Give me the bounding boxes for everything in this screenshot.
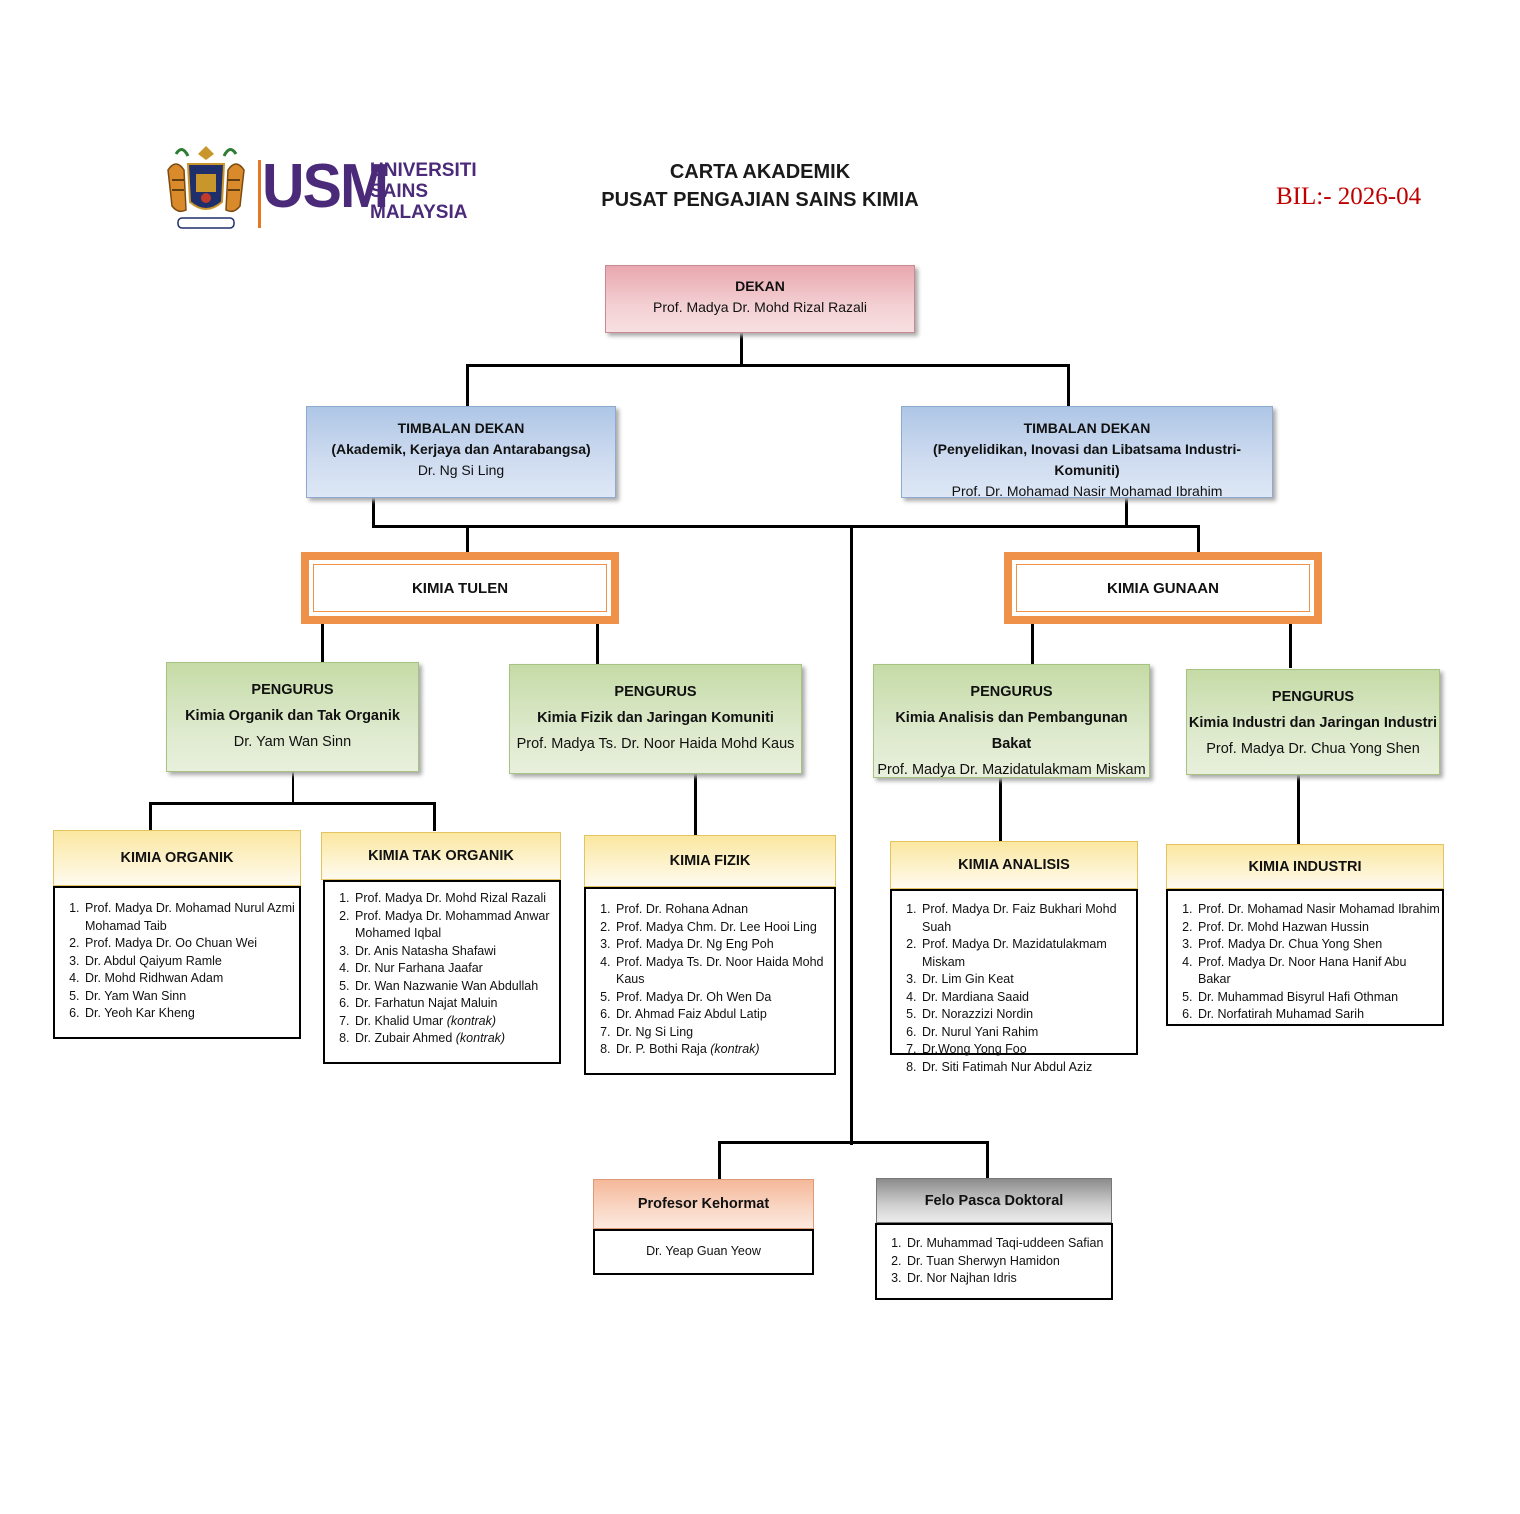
list-item: Prof. Madya Dr. Oo Chuan Wei (83, 935, 299, 953)
timbalan-title: TIMBALAN DEKAN (397, 420, 525, 436)
pengurus-box-analisis: PENGURUS Kimia Analisis dan Pembangunan … (873, 664, 1150, 778)
timbalan-portfolio: (Akademik, Kerjaya dan Antarabangsa) (331, 441, 591, 457)
list-item: Prof. Dr. Rohana Adnan (614, 901, 834, 919)
list-item: Dr. Ng Si Ling (614, 1024, 834, 1042)
kimia-tulen-box: KIMIA TULEN (301, 552, 619, 624)
kimia-gunaan-box: KIMIA GUNAAN (1004, 552, 1322, 624)
dekan-name: Prof. Madya Dr. Mohd Rizal Razali (653, 299, 867, 315)
list-item: Dr. Khalid Umar (kontrak) (353, 1013, 559, 1031)
dept-header-kimia-organik: KIMIA ORGANIK (53, 830, 301, 886)
list-item: Dr. Yeoh Kar Kheng (83, 1005, 299, 1023)
list-item: Dr. Yeap Guan Yeow (646, 1244, 761, 1258)
pengurus-unit: Kimia Analisis dan Pembangunan Bakat (895, 710, 1128, 752)
pengurus-box-industri: PENGURUS Kimia Industri dan Jaringan Ind… (1186, 669, 1440, 775)
dekan-box: DEKAN Prof. Madya Dr. Mohd Rizal Razali (605, 265, 915, 333)
pengurus-title: PENGURUS (251, 682, 334, 698)
timbalan-name: Dr. Ng Si Ling (417, 462, 505, 478)
logo-divider (258, 160, 261, 228)
pengurus-title: PENGURUS (1271, 689, 1355, 705)
timbalan-dekan-akademik-box: TIMBALAN DEKAN (Akademik, Kerjaya dan An… (306, 406, 616, 498)
list-item: Prof. Madya Dr. Oh Wen Da (614, 989, 834, 1007)
dept-list-kimia-fizik: Prof. Dr. Rohana Adnan Prof. Madya Chm. … (584, 887, 836, 1075)
dept-header-kimia-fizik: KIMIA FIZIK (584, 835, 836, 887)
list-item: Prof. Madya Dr. Faiz Bukhari Mohd Suah (920, 901, 1136, 936)
list-item: Dr. Muhammad Bisyrul Hafi Othman (1196, 989, 1442, 1007)
timbalan-dekan-penyelidikan-box: TIMBALAN DEKAN (Penyelidikan, Inovasi da… (901, 406, 1273, 499)
chart-title: CARTA AKADEMIK PUSAT PENGAJIAN SAINS KIM… (601, 161, 919, 211)
list-item: Dr. Nur Farhana Jaafar (353, 960, 559, 978)
pengurus-box-fizik: PENGURUS Kimia Fizik dan Jaringan Komuni… (509, 664, 802, 774)
felo-pasca-doktoral-header: Felo Pasca Doktoral (876, 1178, 1112, 1223)
timbalan-portfolio: (Penyelidikan, Inovasi dan Libatsama Ind… (932, 441, 1242, 478)
list-item: Dr. Farhatun Najat Maluin (353, 995, 559, 1013)
list-item: Dr. Muhammad Taqi-uddeen Safian (905, 1235, 1111, 1253)
pengurus-title: PENGURUS (614, 684, 697, 700)
list-item: Prof. Dr. Mohd Hazwan Hussin (1196, 919, 1442, 937)
kimia-gunaan-label: KIMIA GUNAAN (1016, 564, 1310, 612)
dept-list-kimia-organik: Prof. Madya Dr. Mohamad Nurul Azmi Moham… (53, 886, 301, 1039)
pengurus-box-organik: PENGURUS Kimia Organik dan Tak Organik D… (166, 662, 419, 772)
list-item: Prof. Dr. Mohamad Nasir Mohamad Ibrahim (1196, 901, 1442, 919)
timbalan-title: TIMBALAN DEKAN (1023, 420, 1151, 436)
list-item: Prof. Madya Dr. Mohammad Anwar Mohamed I… (353, 908, 559, 943)
list-item: Dr. Zubair Ahmed (kontrak) (353, 1030, 559, 1048)
university-name: UNIVERSITI SAINS MALAYSIA (370, 160, 477, 223)
pengurus-name: Prof. Madya Dr. Chua Yong Shen (1206, 741, 1420, 757)
pengurus-name: Prof. Madya Ts. Dr. Noor Haida Mohd Kaus (516, 736, 795, 752)
list-item: Dr. P. Bothi Raja (kontrak) (614, 1041, 834, 1059)
dept-list-kimia-analisis: Prof. Madya Dr. Faiz Bukhari Mohd Suah P… (890, 889, 1138, 1074)
pengurus-unit: Kimia Organik dan Tak Organik (185, 708, 400, 724)
list-item: Dr.Wong Yong Foo (920, 1041, 1136, 1059)
list-item: Dr. Mardiana Saaid (920, 989, 1136, 1007)
pengurus-unit: Kimia Fizik dan Jaringan Komuniti (537, 710, 774, 726)
profesor-kehormat-header: Profesor Kehormat (593, 1179, 814, 1229)
list-item: Prof. Madya Dr. Noor Hana Hanif Abu Baka… (1196, 954, 1442, 989)
kimia-tulen-label: KIMIA TULEN (313, 564, 607, 612)
list-item: Dr. Norfatirah Muhamad Sarih (1196, 1006, 1442, 1024)
pengurus-unit: Kimia Industri dan Jaringan Industri (1188, 715, 1438, 731)
dept-header-kimia-tak-organik: KIMIA TAK ORGANIK (321, 832, 561, 880)
usm-logo: USM UNIVERSITI SAINS MALAYSIA (162, 140, 477, 235)
timbalan-name: Prof. Dr. Mohamad Nasir Mohamad Ibrahim (951, 483, 1223, 499)
list-item: Dr. Mohd Ridhwan Adam (83, 970, 299, 988)
list-item: Dr. Wan Nazwanie Wan Abdullah (353, 978, 559, 996)
list-item: Dr. Anis Natasha Shafawi (353, 943, 559, 961)
bil-number: BIL:- 2026-04 (1276, 183, 1422, 210)
list-item: Prof. Madya Dr. Chua Yong Shen (1196, 936, 1442, 954)
list-item: Dr. Yam Wan Sinn (83, 988, 299, 1006)
dept-list-kimia-tak-organik: Prof. Madya Dr. Mohd Rizal Razali Prof. … (323, 880, 561, 1064)
list-item: Dr. Abdul Qaiyum Ramle (83, 953, 299, 971)
list-item: Dr. Siti Fatimah Nur Abdul Aziz (920, 1059, 1136, 1077)
list-item: Dr. Nor Najhan Idris (905, 1270, 1111, 1288)
pengurus-name: Prof. Madya Dr. Mazidatulakmam Miskam (877, 762, 1146, 778)
list-item: Dr. Lim Gin Keat (920, 971, 1136, 989)
list-item: Prof. Madya Dr. Mazidatulakmam Miskam (920, 936, 1136, 971)
list-item: Prof. Madya Dr. Ng Eng Poh (614, 936, 834, 954)
dekan-title: DEKAN (735, 278, 785, 294)
dept-list-kimia-industri: Prof. Dr. Mohamad Nasir Mohamad Ibrahim … (1166, 889, 1444, 1026)
list-item: Prof. Madya Ts. Dr. Noor Haida Mohd Kaus (614, 954, 834, 989)
list-item: Dr. Ahmad Faiz Abdul Latip (614, 1006, 834, 1024)
list-item: Dr. Norazzizi Nordin (920, 1006, 1136, 1024)
list-item: Prof. Madya Dr. Mohd Rizal Razali (353, 890, 559, 908)
usm-crest-icon (167, 146, 245, 229)
dept-header-kimia-analisis: KIMIA ANALISIS (890, 841, 1138, 889)
list-item: Dr. Tuan Sherwyn Hamidon (905, 1253, 1111, 1271)
pengurus-title: PENGURUS (970, 684, 1053, 700)
felo-pasca-doktoral-list: Dr. Muhammad Taqi-uddeen Safian Dr. Tuan… (875, 1223, 1113, 1300)
pengurus-name: Dr. Yam Wan Sinn (233, 734, 352, 750)
list-item: Dr. Nurul Yani Rahim (920, 1024, 1136, 1042)
profesor-kehormat-list: Dr. Yeap Guan Yeow (593, 1229, 814, 1275)
usm-wordmark: USM (262, 152, 389, 221)
list-item: Prof. Madya Dr. Mohamad Nurul Azmi Moham… (83, 900, 299, 935)
list-item: Prof. Madya Chm. Dr. Lee Hooi Ling (614, 919, 834, 937)
dept-header-kimia-industri: KIMIA INDUSTRI (1166, 844, 1444, 889)
